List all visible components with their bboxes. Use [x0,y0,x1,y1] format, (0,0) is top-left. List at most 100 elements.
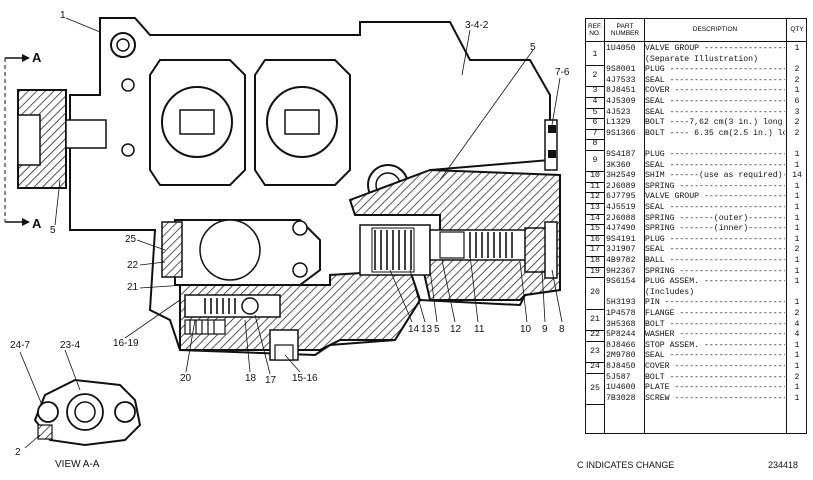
spring-bottom [204,298,236,314]
callout-18: 18 [245,373,257,384]
table-row: 1U4050 VALVE GROUP ----------------------… [586,44,808,55]
description: BOLT ---- 6.35 cm(2.5 in.) long [645,128,785,138]
ref-separator [586,203,604,204]
illustration-code: 234418 [768,460,799,470]
parts-list-table: REF. NO. PART NUMBER DESCRIPTION QTY 1U4… [585,18,807,434]
quantity: 2 [794,65,800,75]
part-number: 4J5519 [606,203,636,212]
table-row [586,139,808,150]
part-number: 5P8244 [606,330,636,340]
header-ref: REF. NO. [587,23,603,37]
part-number: 6J7795 [606,192,636,202]
ref-separator [586,245,604,247]
quantity: 4 [794,330,800,340]
view-aa-label: VIEW A-A [55,459,100,470]
ref-separator [586,266,604,268]
ref-separator [586,340,604,342]
quantity: 1 [794,340,800,350]
ref-separator [586,224,604,226]
quantity: 1 [794,203,800,212]
part-number: 1P4578 [606,309,636,318]
ref-separator [586,256,604,257]
ref-number: 15 [590,224,600,234]
quantity: 1 [794,150,800,159]
quantity: 1 [794,256,800,265]
callout-14: 14 [408,324,420,335]
quantity: 1 [794,362,800,371]
quantity: 1 [794,160,800,170]
quantity: 4 [794,319,800,329]
ref-separator [586,139,604,141]
quantity: 2 [794,118,800,128]
quantity: 1 [794,224,800,234]
callout-5-top: 5 [530,42,536,53]
ref-number: 2 [592,71,598,81]
callout-5-left: 5 [50,225,56,236]
quantity: 1 [794,44,800,53]
ref-separator [586,65,604,67]
spring-right [469,232,513,258]
description: PLUG ------------------------------ [645,150,785,159]
section-marker-top: A [32,50,42,65]
ball [241,297,259,315]
part-number: 4J7490 [606,224,636,234]
part-number: 4J523 [606,107,631,117]
ref-number: 11 [590,181,600,191]
description: VALVE GROUP ------------------------ [645,44,785,53]
ref-number: 7 [592,128,598,138]
description: SCREW ---------------------------- [645,393,785,403]
description: SPRING --------------------------- [645,266,785,276]
ref-separator [586,213,604,215]
description: COVER ---------------------------- [645,86,785,96]
callout-8: 8 [559,324,565,335]
ref-separator [586,97,604,98]
callout-15-16: 15-16 [292,373,318,384]
description: SEAL ------------------------------ [645,160,785,170]
ref-number: 18 [590,256,600,265]
ref-separator [586,234,604,236]
ref-number: 17 [590,245,600,255]
header-part: PART NUMBER [610,23,640,37]
part-number: 9H2367 [606,266,636,276]
ref-separator [586,404,604,406]
quantity: 2 [794,309,800,318]
callout-3-4-2: 3-4-2 [465,20,489,31]
callout-5-mid: 5 [434,324,440,335]
table-row: 9H2367 SPRING ---------------------------… [586,267,808,278]
part-number: 1U4050 [606,44,636,53]
part-number: 1U4600 [606,383,636,393]
ref-separator [586,330,604,332]
callout-12: 12 [450,324,462,335]
ref-number: 23 [590,346,600,356]
part-number: 4J7533 [606,75,636,85]
part-number: 9S4191 [606,234,636,244]
quantity: 1 [794,192,800,202]
description: BOLT ------------------------------ [645,319,785,329]
ref-separator [586,309,604,310]
callout-7-6: 7-6 [555,67,570,78]
part-number: 2J6089 [606,181,636,191]
callout-20: 20 [180,373,192,384]
ref-separator [586,118,604,120]
description: SEAL ------------------------------ [645,97,785,106]
part-number: 8J8450 [606,362,636,371]
ref-number: 24 [590,362,600,371]
ref-number: 10 [590,171,600,181]
description: SHIM ------(use as required)----- [645,171,785,181]
description: SEAL ------------------------------ [645,107,785,117]
description: (Separate Illustration) [645,54,759,64]
part-number: 9S1366 [606,128,636,138]
ref-number: 9 [592,156,598,165]
part-number: 5H3193 [606,298,636,308]
part-number: 7B3028 [606,393,636,403]
